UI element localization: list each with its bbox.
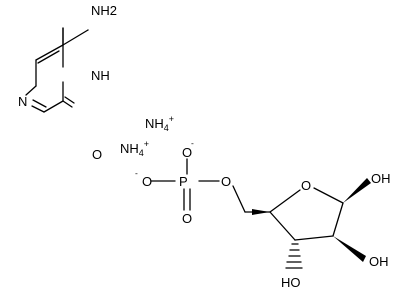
phosphate-o-bridge: O (221, 174, 231, 189)
phosphate-o-top: O (182, 145, 192, 160)
bond (43, 100, 64, 113)
ring-n-label: N (18, 94, 27, 109)
wedge-bond-c2-oh (333, 236, 366, 262)
hashed-bond-c3-oh (285, 243, 303, 269)
wedge-bond-c4 (252, 209, 270, 215)
carbonyl-o-label: O (92, 147, 102, 162)
bond (62, 29, 89, 46)
ribose-ring (244, 187, 344, 241)
bond-c2-c3 (294, 235, 334, 241)
phosphate-o-bottom: O (182, 211, 192, 226)
phosphate-charge-left: - (135, 168, 138, 178)
bond (31, 105, 45, 113)
phosphate-o-left: O (142, 174, 152, 189)
hydroxyl-c2: OH (369, 254, 389, 269)
ring-nh-label: NH (91, 68, 110, 83)
phosphorus-label: P (179, 174, 188, 189)
double-bond-inner (37, 50, 60, 64)
ammonium-ion-1: NH4+ (145, 114, 174, 133)
double-bond-carbonyl (64, 96, 75, 104)
bond (25, 85, 37, 96)
bond-to-carbonyl (62, 100, 73, 108)
bond-o-ch2 (232, 185, 246, 213)
bond (35, 44, 64, 61)
phosphate-charge-top: - (191, 138, 194, 148)
hydroxyl-c3: HO (281, 275, 301, 290)
hydroxyl-c1: OH (371, 171, 391, 186)
ammonium-ion-2: NH4+ (120, 139, 149, 158)
bond-c3-c4 (269, 211, 296, 241)
bond-c4-o (269, 189, 301, 213)
bond-c1-c2 (332, 202, 344, 237)
amino-group-label: NH2 (91, 3, 117, 18)
cytosine-ring (25, 27, 89, 113)
bond-o-c1 (313, 187, 344, 204)
wedge-bond-c1-oh (343, 178, 371, 203)
ring-oxygen-label: O (301, 178, 311, 193)
double-bond-inner (32, 99, 47, 108)
